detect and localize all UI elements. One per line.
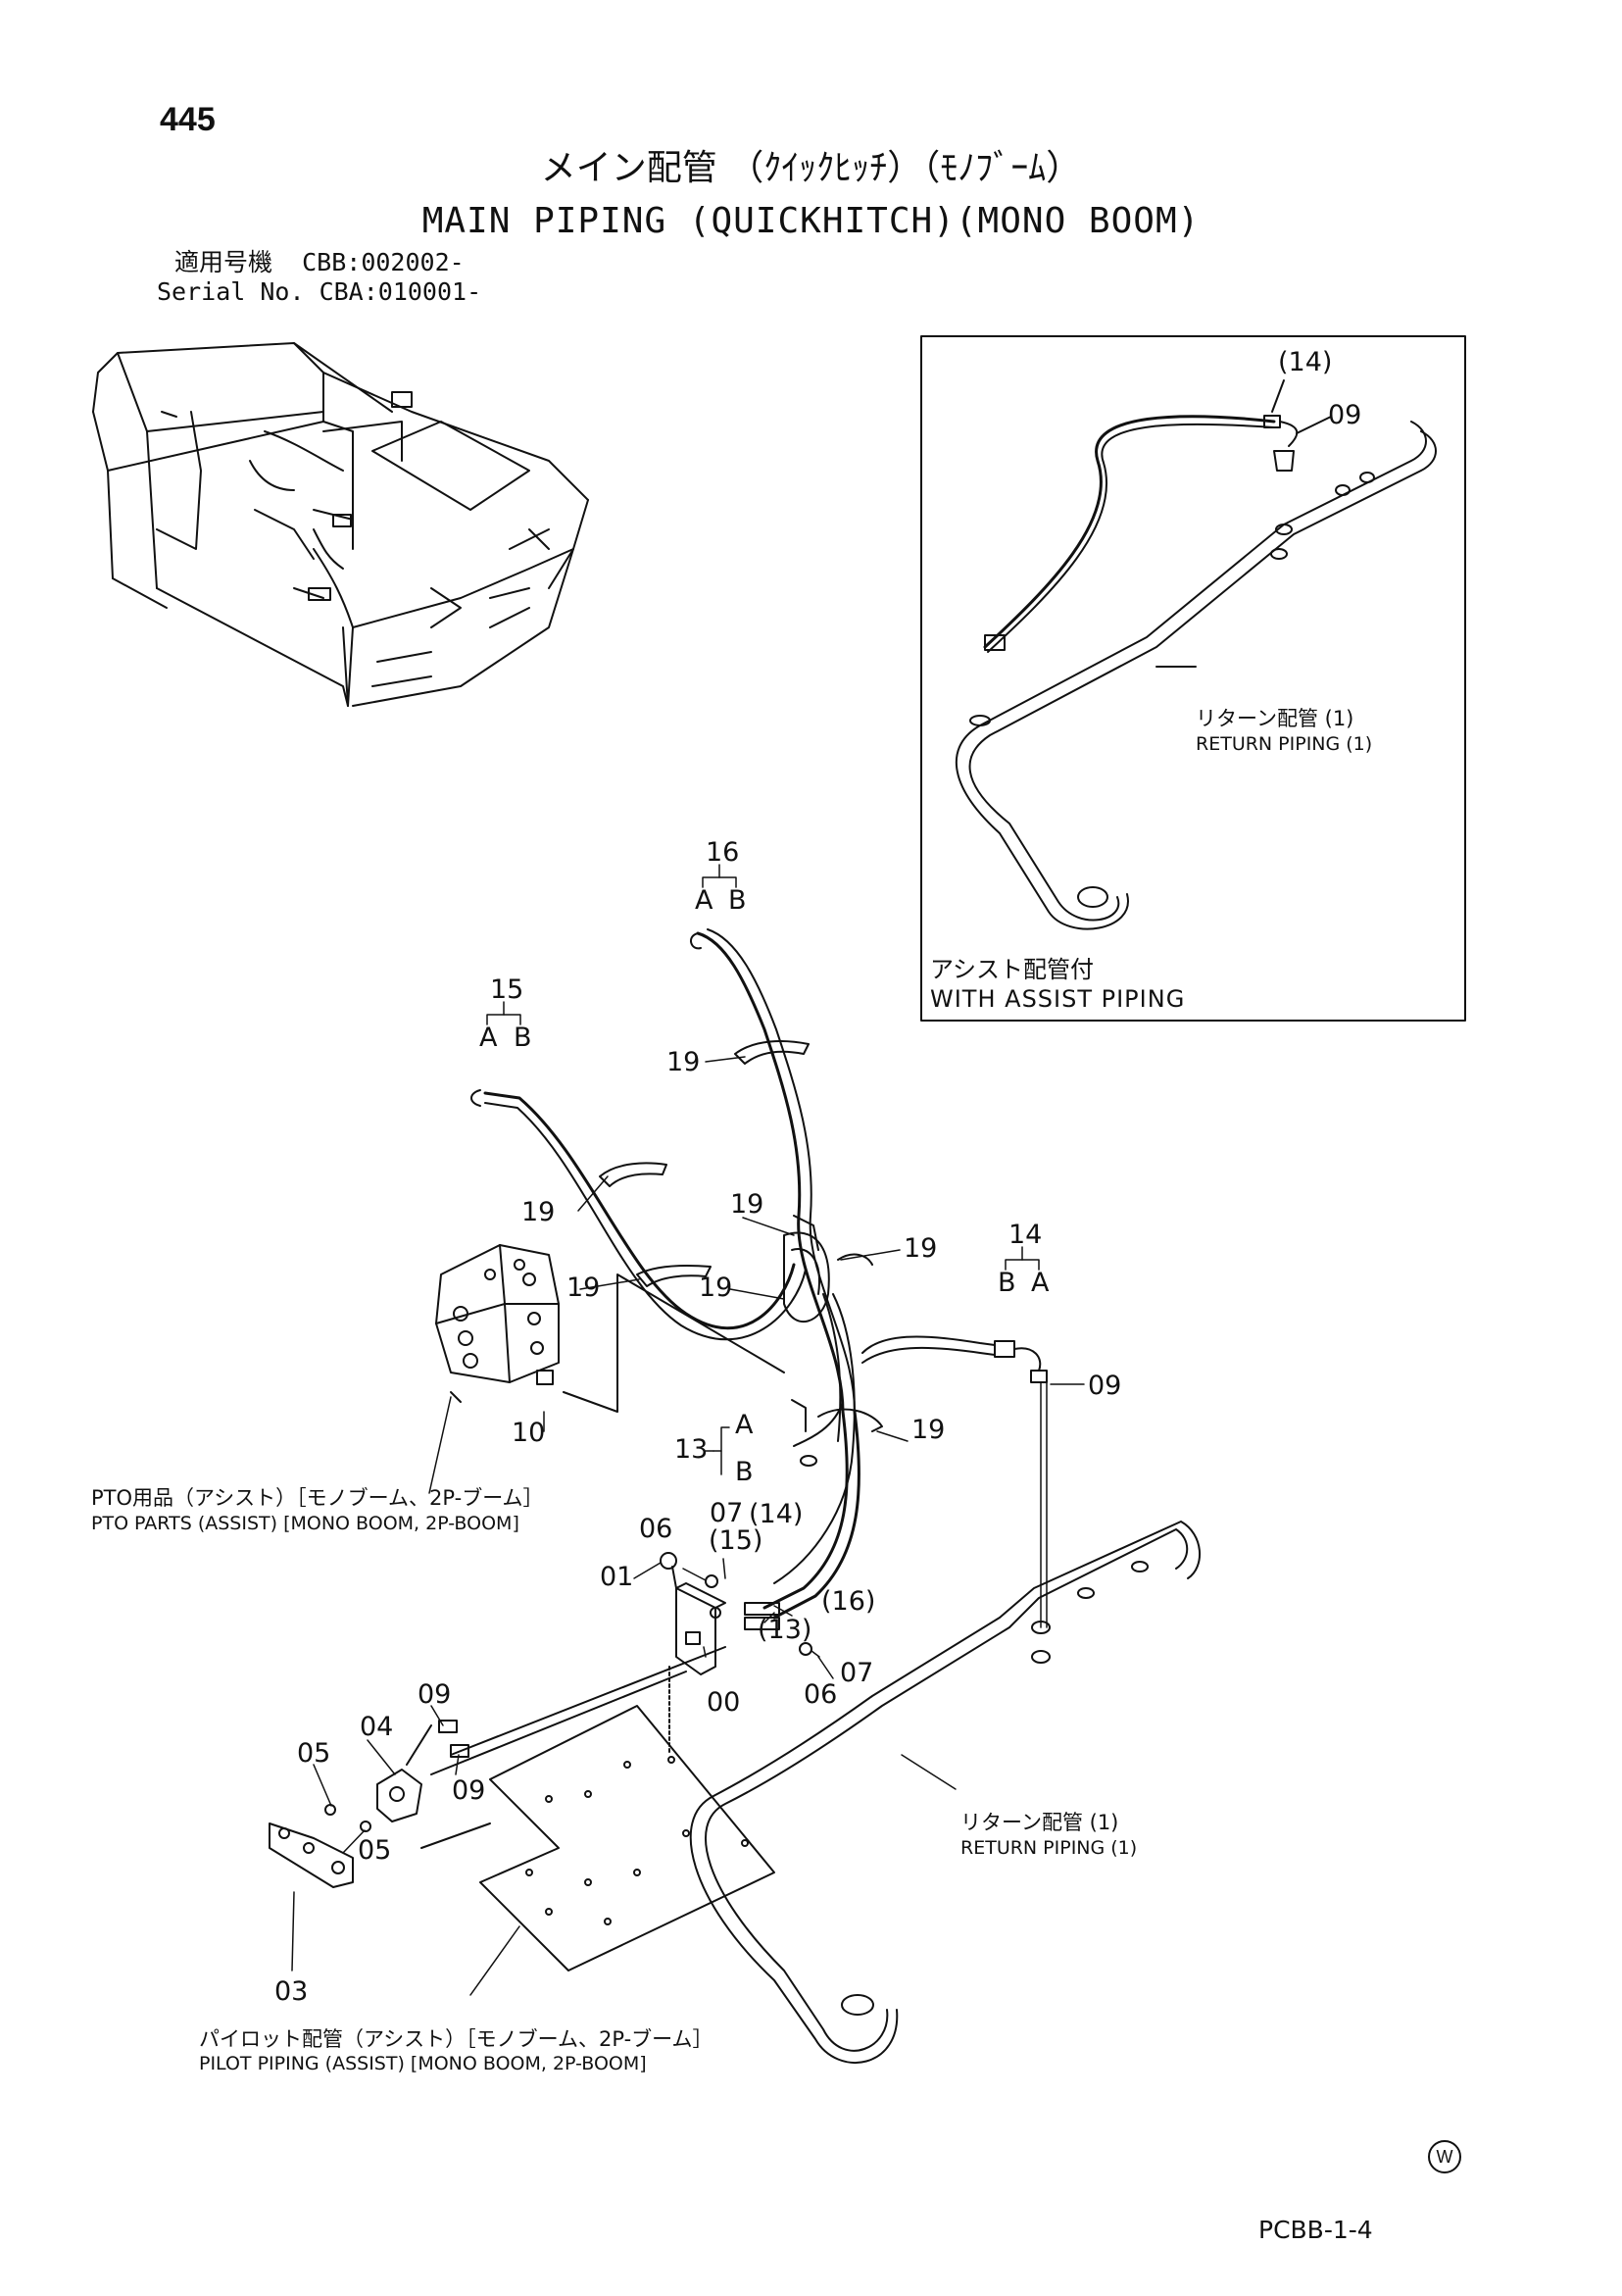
solenoid-valve-parts <box>269 1720 469 1888</box>
callout-05-lower: 05 <box>358 1835 391 1866</box>
control-valve <box>435 1244 785 1413</box>
callout-14-a: A <box>1031 1268 1050 1298</box>
callout-19-right: 19 <box>904 1233 937 1264</box>
callout-15-a: A <box>479 1023 498 1053</box>
hose-16 <box>690 928 856 1414</box>
callout-00: 00 <box>707 1687 740 1718</box>
callout-19-left-lower: 19 <box>566 1273 600 1303</box>
callout-01: 01 <box>600 1562 633 1592</box>
callout-16-a: A <box>695 885 713 916</box>
applicable-label: 適用号機 <box>174 248 273 276</box>
callout-03: 03 <box>274 1976 308 2007</box>
applicable-value: CBB:002002- <box>302 248 465 276</box>
inset-caption-en: WITH ASSIST PIPING <box>930 985 1185 1013</box>
pto-parts-note-en: PTO PARTS (ASSIST) [MONO BOOM, 2P-BOOM] <box>91 1513 519 1534</box>
callout-04: 04 <box>360 1712 393 1742</box>
callout-16-b: B <box>728 885 747 916</box>
serial-row: Serial No. CBA:010001- <box>157 277 481 307</box>
document-code: PCBB-1-4 <box>1258 2216 1373 2244</box>
callout-06-bottom: 06 <box>804 1679 837 1710</box>
callout-labels: 16 A B 15 A B 14 B A 19 19 19 19 19 19 1… <box>91 837 1137 2074</box>
callout-15-b: B <box>514 1023 532 1053</box>
return-piping-note-en: RETURN PIPING (1) <box>960 1837 1137 1859</box>
callout-19-lower-right: 19 <box>911 1415 945 1445</box>
callout-16-paren: (16) <box>821 1586 875 1617</box>
callout-06-top: 06 <box>639 1514 672 1544</box>
hose-bundle <box>762 1293 1048 1620</box>
callout-13: 13 <box>674 1434 708 1465</box>
pto-parts-note-jp: PTO用品（アシスト）［モノブーム、2P-ブーム］ <box>91 1486 544 1510</box>
page-number: 445 <box>160 101 216 138</box>
callout-14-b: B <box>998 1268 1016 1298</box>
pilot-piping-note-jp: パイロット配管（アシスト）［モノブーム、2P-ブーム］ <box>199 2027 713 2051</box>
clamps-19 <box>599 1040 883 1432</box>
callout-13-paren: (13) <box>758 1615 811 1645</box>
callout-19-left-upper: 19 <box>521 1197 555 1227</box>
callout-07-top: 07 <box>710 1498 743 1528</box>
excavator-overview-illustration <box>92 342 589 707</box>
callout-14-paren: (14) <box>749 1499 803 1529</box>
callout-19-top: 19 <box>666 1047 700 1077</box>
callout-10: 10 <box>512 1418 545 1448</box>
callout-15: 15 <box>490 974 523 1005</box>
callout-13-b: B <box>735 1457 754 1487</box>
inset-return-piping-en: RETURN PIPING (1) <box>1196 733 1372 755</box>
inset-return-piping-jp: リターン配管 (1) <box>1196 707 1353 730</box>
callout-15-paren: (15) <box>709 1525 762 1556</box>
serial-value: CBA:010001- <box>319 277 482 306</box>
callout-05-upper: 05 <box>297 1738 330 1769</box>
inset-callout-09: 09 <box>1328 400 1361 430</box>
inset-callout-14: (14) <box>1278 347 1332 377</box>
serial-label: Serial No. <box>157 277 305 306</box>
pilot-piping-note-en: PILOT PIPING (ASSIST) [MONO BOOM, 2P-BOO… <box>199 2053 647 2074</box>
leader-lines <box>291 864 1085 1996</box>
return-piping <box>689 1381 1201 2064</box>
title-japanese: メイン配管 （ｸｲｯｸﾋｯﾁ）（ﾓﾉﾌﾞｰﾑ） <box>540 148 1082 188</box>
assist-piping-inset: (14) 09 リターン配管 (1) RETURN PIPING (1) アシス… <box>920 335 1466 1022</box>
callout-13-a: A <box>735 1410 754 1440</box>
pilot-piping-plate <box>420 1646 775 1972</box>
callout-19-mid: 19 <box>699 1273 732 1303</box>
applicable-row: 適用号機 CBB:002002- <box>157 248 481 277</box>
callout-09-lower: 09 <box>452 1775 485 1806</box>
callout-09-right: 09 <box>1088 1371 1121 1401</box>
return-piping-note-jp: リターン配管 (1) <box>960 1811 1118 1834</box>
serial-info: 適用号機 CBB:002002- Serial No. CBA:010001- <box>157 248 481 307</box>
callout-14: 14 <box>1008 1220 1042 1250</box>
w-mark-icon: W <box>1428 2140 1461 2173</box>
inset-caption-jp: アシスト配管付 <box>930 956 1094 983</box>
callout-19-center: 19 <box>730 1189 763 1220</box>
hose-15 <box>470 1089 807 1341</box>
title-english: MAIN PIPING (QUICKHITCH)(MONO BOOM) <box>421 201 1201 241</box>
callout-09-upper: 09 <box>418 1679 451 1710</box>
callout-07-bottom: 07 <box>840 1658 873 1688</box>
callout-16: 16 <box>706 837 739 868</box>
